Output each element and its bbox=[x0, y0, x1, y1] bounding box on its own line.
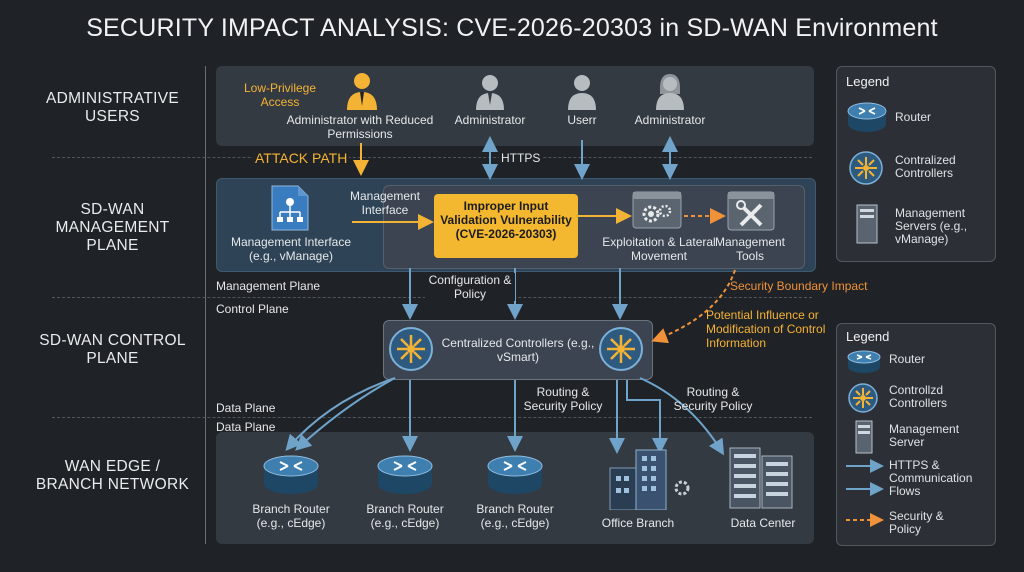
row-label-wan: WAN EDGE / BRANCH NETWORK bbox=[35, 458, 190, 493]
legend-bottom-title: Legend bbox=[846, 329, 890, 344]
legend2-router-icon bbox=[847, 350, 881, 373]
legend2-flow-arrows-icon bbox=[846, 459, 884, 496]
separator-3 bbox=[52, 417, 812, 418]
branch-router-icon-3 bbox=[487, 455, 543, 494]
low-priv-label: Low-Privilege Access bbox=[243, 81, 317, 109]
office-building-icon bbox=[609, 449, 690, 510]
admin-panel bbox=[216, 66, 814, 146]
data-center-icon bbox=[729, 447, 793, 509]
security-boundary-label: Security Boundary Impact bbox=[730, 279, 868, 293]
legend2-dashed-arrow-icon bbox=[846, 513, 884, 527]
row-label-mgmt: SD-WAN MANAGEMENT PLANE bbox=[55, 201, 170, 254]
legend2-server-label: Management Server bbox=[889, 422, 960, 449]
legend2-controllers-label: Controllzd Controllers bbox=[889, 383, 948, 410]
legend2-server-icon bbox=[855, 420, 873, 454]
admin-reduced-icon bbox=[347, 73, 377, 110]
routing-policy-label-2: Routing & Security Policy bbox=[673, 385, 753, 413]
user-label: Userr bbox=[567, 113, 597, 127]
mgmt-interface-label: Management Interface (e.g., vManage) bbox=[230, 235, 352, 263]
branch-router-icon-2 bbox=[377, 455, 433, 494]
branch-router-label-1: Branch Router (e.g., cEdge) bbox=[252, 502, 330, 530]
administrator-icon-1 bbox=[476, 75, 504, 110]
branch-router-icon-1 bbox=[263, 455, 319, 494]
config-policy-label: Configuration & Policy bbox=[425, 273, 515, 301]
document-network-icon bbox=[271, 185, 309, 231]
administrator-label-1: Administrator bbox=[454, 113, 526, 127]
admin-reduced-label: Administrator with Reduced Permissions bbox=[286, 113, 434, 141]
legend2-router-label: Router bbox=[889, 352, 926, 366]
label-data-plane-2: Data Plane bbox=[216, 420, 276, 434]
legend-server-icon bbox=[856, 204, 878, 244]
https-label: HTTPS bbox=[499, 151, 543, 165]
page-title: SECURITY IMPACT ANALYSIS: CVE-2026-20303… bbox=[86, 14, 938, 42]
controllers-label: Centralized Controllers (e.g., vSmart) bbox=[441, 336, 595, 364]
legend-top-title: Legend bbox=[846, 74, 890, 89]
office-branch-label: Office Branch bbox=[601, 516, 675, 530]
branch-router-label-3: Branch Router (e.g., cEdge) bbox=[476, 502, 554, 530]
branch-router-label-2: Branch Router (e.g., cEdge) bbox=[366, 502, 444, 530]
label-control-plane: Control Plane bbox=[216, 302, 289, 316]
legend-router-icon bbox=[847, 102, 887, 132]
row-label-admin: ADMINISTRATIVE USERS bbox=[45, 90, 180, 125]
tools-icon bbox=[727, 191, 775, 231]
label-management-plane: Management Plane bbox=[216, 279, 321, 293]
legend-router-label: Router bbox=[895, 110, 932, 124]
label-data-plane-1: Data Plane bbox=[216, 401, 276, 415]
gears-screen-icon bbox=[632, 191, 682, 229]
vulnerability-box: Improper Input Validation Vulnerability … bbox=[434, 194, 578, 258]
mgmt-interface-arrow-label: Management Interface bbox=[349, 189, 421, 217]
controller-icon-right bbox=[599, 327, 643, 371]
administrator-icon-2 bbox=[656, 74, 684, 110]
controller-icon-left bbox=[389, 327, 433, 371]
row-divider bbox=[205, 66, 206, 544]
legend-servers-label: Management Servers (e.g., vManage) bbox=[895, 206, 968, 246]
row-label-control: SD-WAN CONTROL PLANE bbox=[39, 332, 186, 367]
separator-1 bbox=[52, 157, 812, 158]
attack-path-label: ATTACK PATH bbox=[253, 150, 350, 166]
legend-controllers-label: Contralized Controllers bbox=[895, 153, 956, 180]
routing-policy-label-1: Routing & Security Policy bbox=[523, 385, 603, 413]
administrator-label-2: Administrator bbox=[634, 113, 706, 127]
legend-controller-icon bbox=[849, 151, 883, 185]
exploitation-label: Exploitation & Lateral Movement bbox=[602, 235, 716, 263]
user-icon bbox=[568, 75, 596, 110]
data-center-label: Data Center bbox=[730, 516, 796, 530]
legend2-https-label: HTTPS & Communication Flows bbox=[889, 458, 973, 498]
legend2-controller-icon bbox=[848, 383, 878, 413]
legend2-policy-label: Security & Policy bbox=[889, 509, 944, 536]
potential-influence-label: Potential Influence or Modification of C… bbox=[706, 308, 826, 350]
tools-label: Management Tools bbox=[714, 235, 786, 263]
